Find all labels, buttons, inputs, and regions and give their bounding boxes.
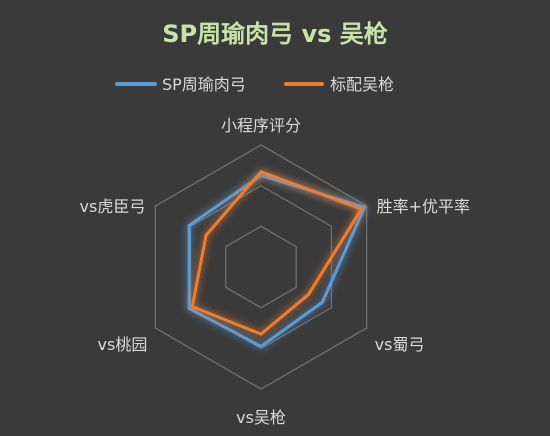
axis-label-3: vs蜀弓 [375, 335, 425, 354]
series-2-point-1 [259, 170, 263, 174]
series-1-point-6 [187, 224, 191, 228]
series-1-point-5 [187, 306, 191, 310]
radar-grid [154, 144, 368, 390]
series-1-point-2 [363, 205, 367, 209]
series-2-point-3 [307, 292, 311, 296]
legend: SP周瑜肉弓 标配吴枪 [115, 75, 394, 94]
series-2-point-5 [190, 305, 194, 309]
series-1-point-3 [320, 300, 324, 304]
legend-label-series-1: SP周瑜肉弓 [162, 75, 246, 94]
series-2-point-2 [359, 207, 363, 211]
chart-title: SP周瑜肉弓 vs 吴枪 [162, 20, 388, 48]
grid-ring-1 [225, 225, 297, 309]
grid-ring-3 [154, 144, 368, 390]
axis-label-1: 小程序评分 [221, 116, 301, 135]
series-line-2 [190, 170, 363, 336]
series-2-point-6 [204, 233, 208, 237]
legend-label-series-2: 标配吴枪 [330, 75, 394, 94]
axis-label-4: vs吴枪 [236, 408, 286, 427]
series-1-point-4 [259, 344, 263, 348]
radar-series [187, 170, 367, 348]
axis-label-6: vs虎臣弓 [80, 197, 146, 216]
axis-label-5: vs桃园 [98, 335, 148, 354]
axis-label-2: 胜率+优平率 [377, 197, 470, 216]
series-2-point-4 [259, 332, 263, 336]
